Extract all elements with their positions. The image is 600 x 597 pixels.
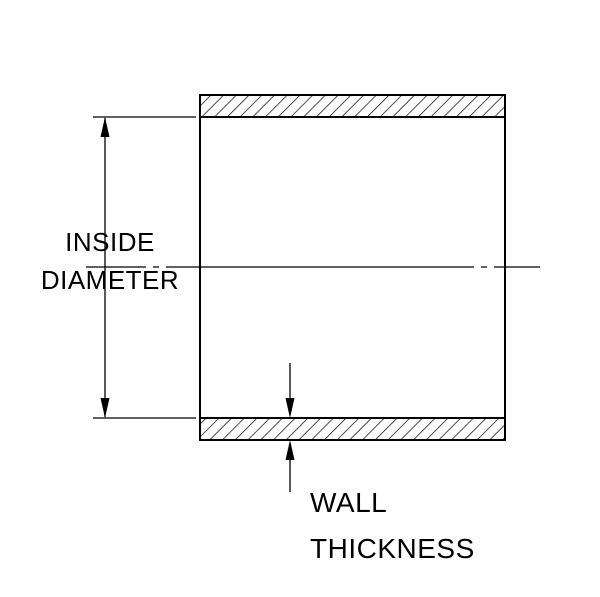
bottom-wall-hatch-band — [199, 417, 506, 441]
wall-thickness-label-line2: THICKNESS — [310, 533, 475, 564]
inside-diameter-down-arrowhead — [100, 398, 110, 418]
top-wall-hatch-band — [199, 94, 506, 118]
inside-diameter-up-arrowhead — [100, 117, 110, 137]
inside-diameter-label-line2: DIAMETER — [41, 265, 179, 295]
wall-thickness-lower-arrowhead — [285, 440, 295, 460]
wall-thickness-upper-arrowhead — [285, 398, 295, 418]
wall-thickness-label-line1: WALL — [310, 487, 387, 518]
inside-diameter-label-line1: INSIDE — [65, 227, 155, 257]
